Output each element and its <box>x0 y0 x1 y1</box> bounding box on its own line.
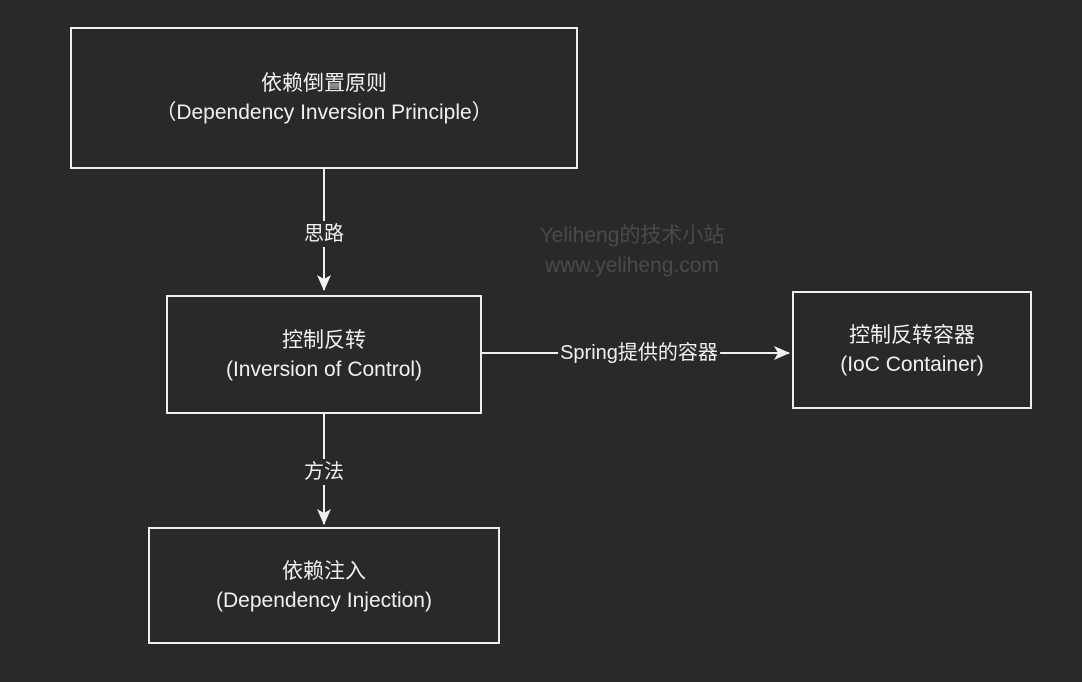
node-ioc-container: 控制反转容器 (IoC Container) <box>792 291 1032 409</box>
node-inversion-of-control: 控制反转 (Inversion of Control) <box>166 295 482 414</box>
edge-label-method: 方法 <box>302 459 346 485</box>
node-title-en: (Inversion of Control) <box>225 357 423 381</box>
node-title-en: (IoC Container) <box>840 353 984 376</box>
node-title-zh: 控制反转 <box>282 328 366 352</box>
node-title-en: （Dependency Inversion Principle） <box>155 101 493 124</box>
node-title-zh: 控制反转容器 <box>849 324 975 347</box>
edge-label-spring-container: Spring提供的容器 <box>558 340 720 366</box>
node-title-zh: 依赖倒置原则 <box>261 72 387 95</box>
node-title-en: (Dependency Injection) <box>216 588 432 612</box>
node-dependency-injection: 依赖注入 (Dependency Injection) <box>148 527 500 644</box>
edge-label-approach: 思路 <box>302 221 346 247</box>
node-title-zh: 依赖注入 <box>282 559 366 583</box>
node-dependency-inversion-principle: 依赖倒置原则 （Dependency Inversion Principle） <box>70 27 578 169</box>
